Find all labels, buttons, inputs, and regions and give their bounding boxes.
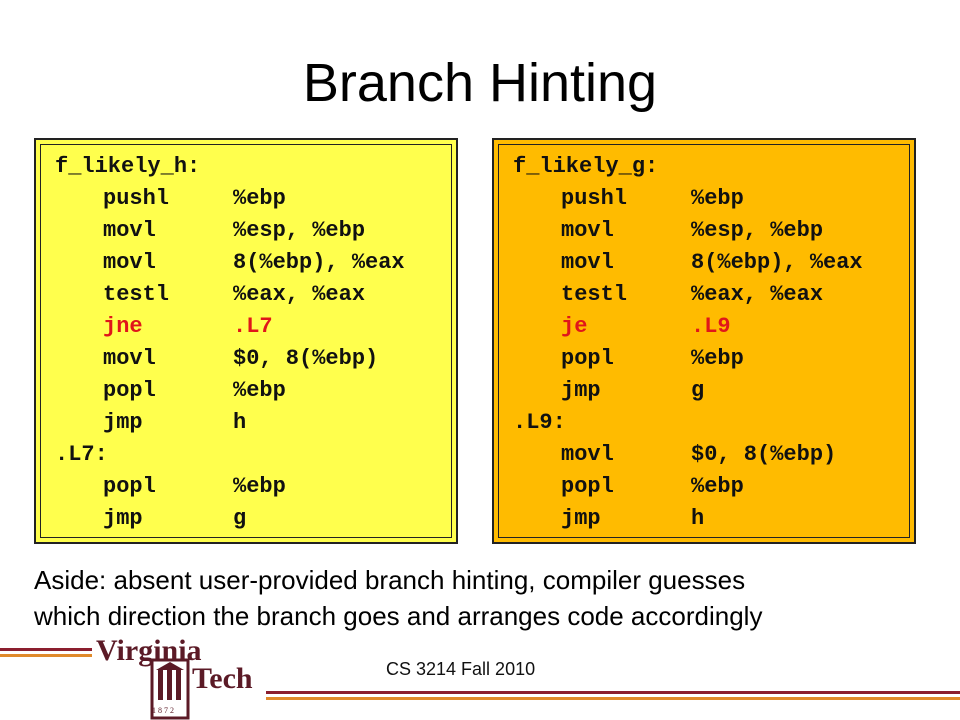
footer-stripe bbox=[266, 697, 960, 700]
logo-year: 1 8 7 2 bbox=[152, 706, 174, 715]
code-box-f-likely-h: f_likely_h: pushl%ebp movl%esp, %ebp mov… bbox=[34, 138, 458, 544]
slide-title: Branch Hinting bbox=[302, 53, 658, 113]
code-label: f_likely_h: bbox=[55, 154, 201, 179]
logo-tech-text: Tech bbox=[192, 662, 253, 695]
code-box-inner-left: f_likely_h: pushl%ebp movl%esp, %ebp mov… bbox=[40, 144, 452, 538]
hokie-stone-icon bbox=[150, 658, 190, 720]
aside-line-1: Aside: absent user-provided branch hinti… bbox=[34, 565, 746, 595]
footer-course-label: CS 3214 Fall 2010 bbox=[386, 659, 536, 679]
code-box-inner-right: f_likely_g: pushl%ebp movl%esp, %ebp mov… bbox=[498, 144, 910, 538]
aside-line-2: which direction the branch goes and arra… bbox=[34, 601, 763, 631]
footer-stripe bbox=[0, 648, 92, 651]
footer-stripe bbox=[266, 691, 960, 694]
virginia-tech-logo: Virginia 1 8 7 2 Tech bbox=[92, 634, 268, 720]
footer-stripe bbox=[0, 654, 92, 657]
aside-text: Aside: absent user-provided branch hinti… bbox=[34, 562, 944, 634]
code-label: .L9: bbox=[513, 410, 566, 435]
code-box-f-likely-g: f_likely_g: pushl%ebp movl%esp, %ebp mov… bbox=[492, 138, 916, 544]
code-label: .L7: bbox=[55, 442, 108, 467]
code-label: f_likely_g: bbox=[513, 154, 659, 179]
